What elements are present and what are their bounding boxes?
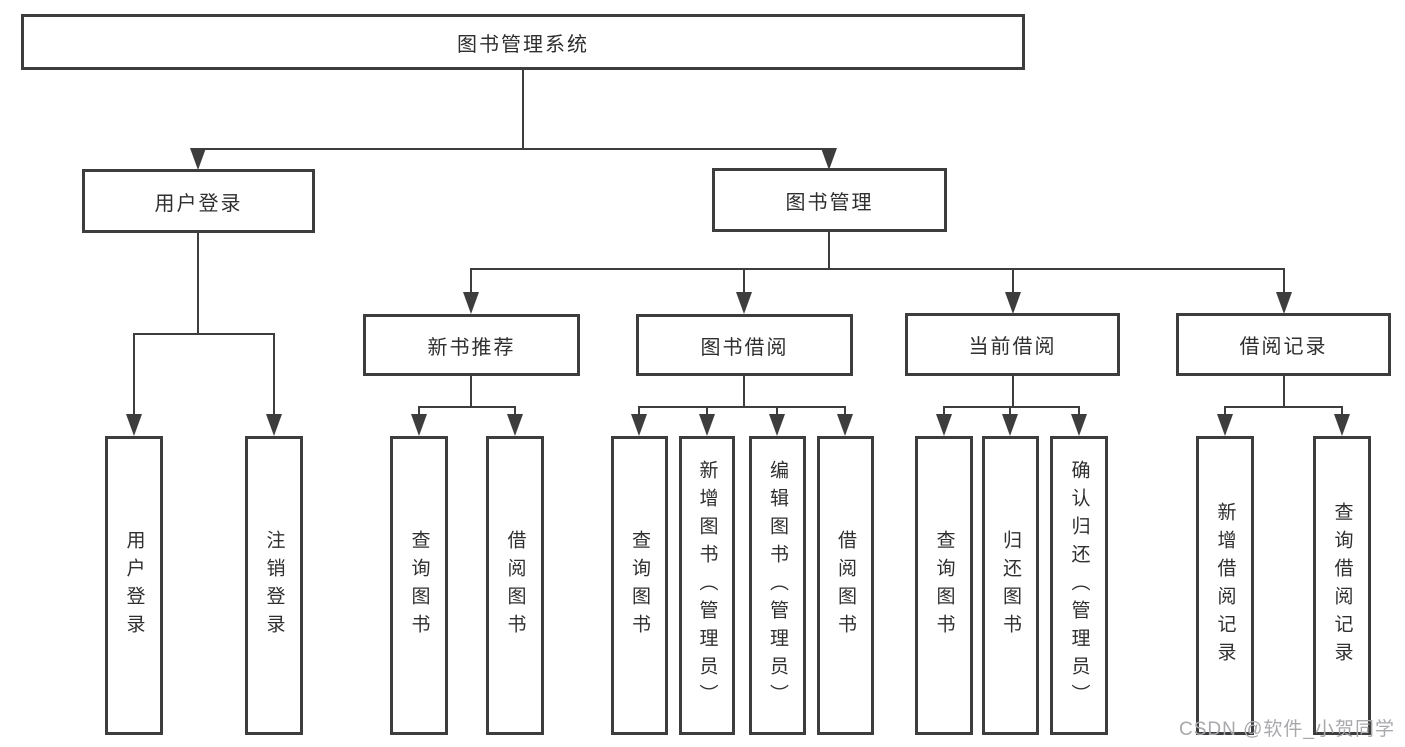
arrowhead-down-icon: [1002, 414, 1018, 436]
node-root: 图书管理系统: [21, 14, 1025, 70]
connector-line: [197, 233, 199, 333]
connector-line: [1341, 406, 1343, 414]
connector-line: [522, 70, 524, 148]
leaf-cb-return-book: 归还图书: [982, 436, 1039, 735]
leaf-logout: 注销登录: [245, 436, 303, 735]
arrowhead-down-icon: [1217, 414, 1233, 436]
leaf-user-login: 用户登录: [105, 436, 163, 735]
node-user-login: 用户登录: [82, 169, 315, 233]
connector-line: [1283, 268, 1285, 292]
arrowhead-down-icon: [821, 148, 837, 170]
leaf-rec-query-book: 查询图书: [390, 436, 448, 735]
leaf-label: 借阅图书: [835, 529, 856, 642]
leaf-label: 注销登录: [263, 529, 285, 642]
arrowhead-down-icon: [1334, 414, 1350, 436]
arrowhead-down-icon: [411, 414, 427, 436]
leaf-label: 归还图书: [1000, 529, 1021, 642]
connector-line: [133, 333, 275, 335]
connector-line: [418, 406, 516, 408]
connector-line: [706, 406, 708, 414]
leaf-bb-edit-book-admin: 编辑图书（管理员）: [749, 436, 806, 735]
csdn-watermark: CSDN @软件_小贺同学: [1179, 719, 1395, 740]
connector-line: [470, 268, 472, 292]
arrowhead-down-icon: [1071, 414, 1087, 436]
connector-line: [743, 268, 745, 292]
connector-line: [776, 406, 778, 414]
arrowhead-down-icon: [507, 414, 523, 436]
connector-line: [1224, 406, 1226, 414]
connector-line: [1009, 406, 1011, 414]
leaf-cb-query-book: 查询图书: [915, 436, 973, 735]
leaf-br-query-record: 查询借阅记录: [1313, 436, 1371, 735]
leaf-label: 新增图书（管理员）: [696, 459, 718, 712]
connector-line: [197, 148, 831, 150]
node-book-management: 图书管理: [712, 168, 947, 232]
connector-line: [418, 406, 420, 414]
node-current-borrowing: 当前借阅: [905, 313, 1120, 376]
arrowhead-down-icon: [736, 292, 752, 314]
leaf-label: 新增借阅记录: [1214, 501, 1236, 670]
leaf-label: 借阅图书: [504, 529, 526, 642]
leaf-cb-confirm-return-admin: 确认归还（管理员）: [1050, 436, 1108, 735]
leaf-br-add-record: 新增借阅记录: [1196, 436, 1254, 735]
connector-line: [1012, 268, 1014, 292]
connector-line: [514, 406, 516, 414]
leaf-label: 查询借阅记录: [1331, 501, 1353, 670]
connector-line: [844, 406, 846, 414]
arrowhead-down-icon: [769, 414, 785, 436]
connector-line: [470, 268, 1285, 270]
arrowhead-down-icon: [1005, 292, 1021, 314]
arrowhead-down-icon: [837, 414, 853, 436]
arrowhead-down-icon: [190, 148, 206, 170]
node-book-borrowing: 图书借阅: [636, 314, 853, 376]
arrowhead-down-icon: [936, 414, 952, 436]
arrowhead-down-icon: [126, 414, 142, 436]
connector-line: [828, 232, 830, 268]
leaf-bb-add-book-admin: 新增图书（管理员）: [679, 436, 735, 735]
leaf-label: 查询图书: [933, 529, 955, 642]
connector-line: [1224, 406, 1343, 408]
arrowhead-down-icon: [1276, 292, 1292, 314]
arrowhead-down-icon: [631, 414, 647, 436]
connector-line: [470, 376, 472, 406]
arrowhead-down-icon: [699, 414, 715, 436]
leaf-label: 用户登录: [123, 529, 145, 642]
connector-line: [133, 333, 135, 414]
connector-line: [1078, 406, 1080, 414]
leaf-bb-query-book: 查询图书: [611, 436, 668, 735]
node-borrowing-records: 借阅记录: [1176, 313, 1391, 376]
connector-line: [1012, 376, 1014, 406]
connector-line: [638, 406, 846, 408]
node-new-book-recommend: 新书推荐: [363, 314, 580, 376]
leaf-label: 编辑图书（管理员）: [767, 459, 788, 712]
leaf-rec-borrow-book: 借阅图书: [486, 436, 544, 735]
arrowhead-down-icon: [463, 292, 479, 314]
connector-line: [638, 406, 640, 414]
connector-line: [273, 333, 275, 414]
connector-line: [943, 406, 945, 414]
connector-line: [743, 376, 745, 406]
connector-line: [1283, 376, 1285, 406]
connector-line: [943, 406, 1080, 408]
leaf-bb-borrow-book: 借阅图书: [817, 436, 874, 735]
leaf-label: 查询图书: [629, 529, 650, 642]
arrowhead-down-icon: [266, 414, 282, 436]
leaf-label: 确认归还（管理员）: [1068, 459, 1090, 712]
leaf-label: 查询图书: [408, 529, 430, 642]
